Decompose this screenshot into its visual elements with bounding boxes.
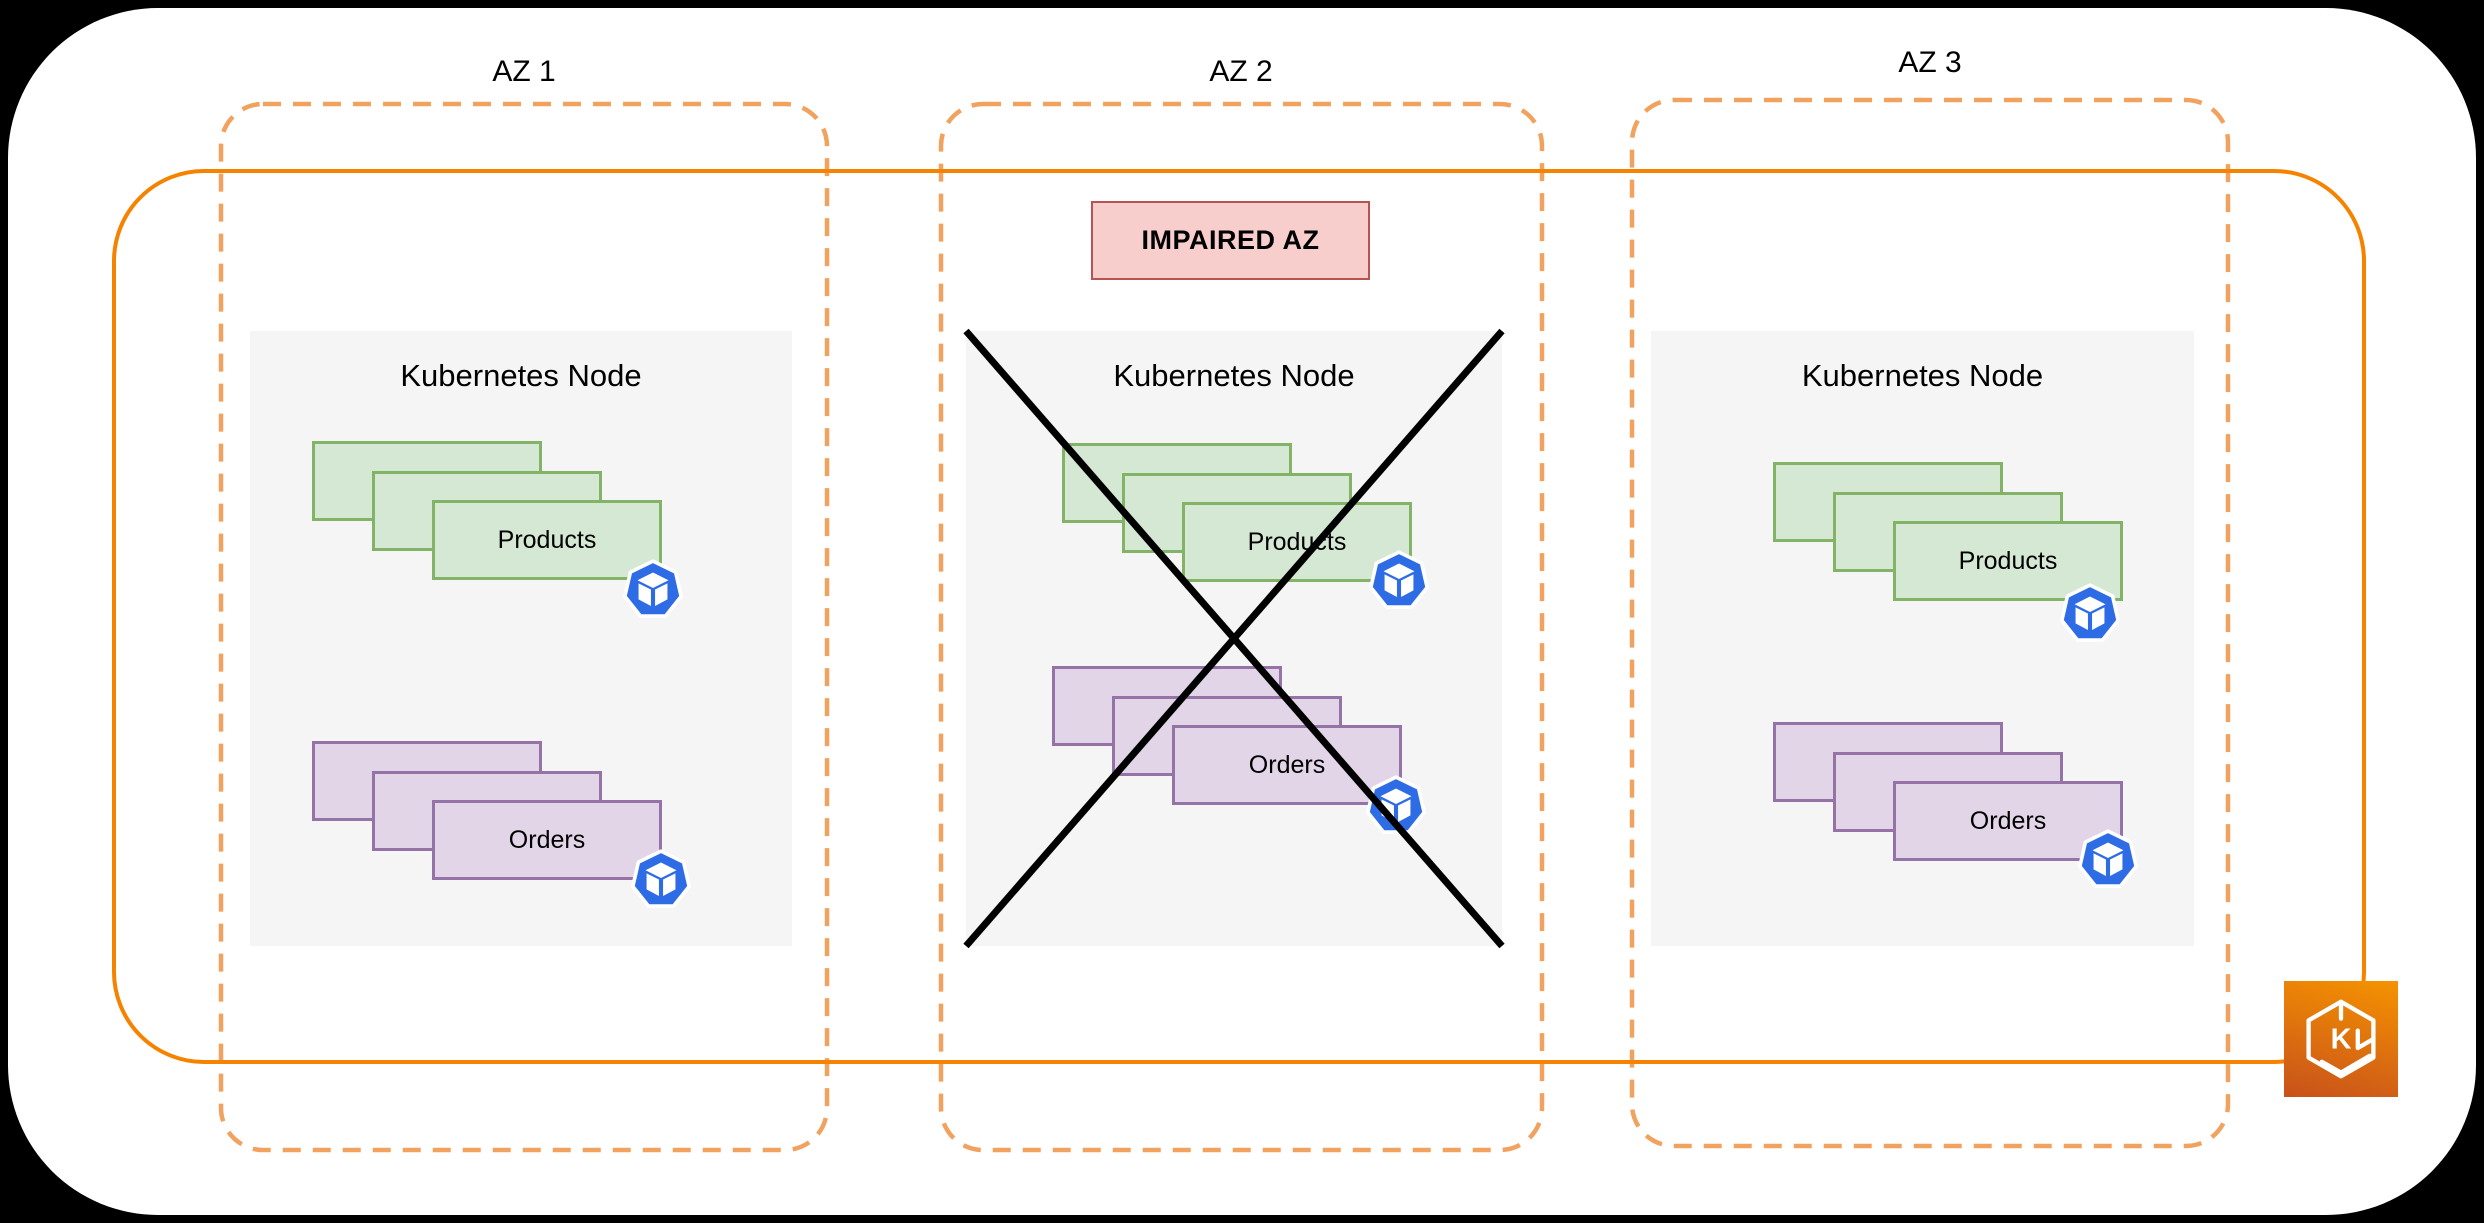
node-title: Kubernetes Node — [1801, 358, 2044, 393]
az2-label: AZ 2 — [1209, 55, 1273, 88]
impaired-az-badge: IMPAIRED AZ — [1091, 201, 1370, 280]
kubernetes-node-az2: Kubernetes Node Products Orders — [966, 331, 1502, 946]
orders-label: Orders — [508, 825, 586, 854]
eks-logo: K — [2306, 999, 2376, 1079]
node-title: Kubernetes Node — [1113, 358, 1355, 393]
kubernetes-pod-icon — [623, 559, 683, 618]
az1-label: AZ 1 — [492, 55, 556, 88]
eks-letter: K — [2331, 1024, 2352, 1056]
kubernetes-node-az1: Kubernetes Node Products Orders — [250, 331, 792, 946]
orders-deployment-stack: Orders — [312, 741, 662, 880]
kubernetes-pod-icon — [1366, 775, 1426, 834]
kubernetes-pod-icon — [1369, 550, 1429, 609]
kubernetes-pod-icon — [631, 849, 691, 908]
kubernetes-pod-icon — [2060, 583, 2120, 642]
amazon-eks-icon: K — [2284, 981, 2398, 1097]
products-deployment-stack: Products — [1062, 443, 1412, 582]
kubernetes-node-az3: Kubernetes Node Products Orders — [1651, 331, 2194, 946]
products-deployment-stack: Products — [312, 441, 662, 580]
kubernetes-pod-icon — [2078, 829, 2138, 888]
node-title: Kubernetes Node — [400, 358, 642, 393]
az3-label: AZ 3 — [1898, 46, 1962, 79]
orders-deployment-stack: Orders — [1052, 666, 1402, 805]
orders-deployment-stack: Orders — [1773, 722, 2123, 861]
